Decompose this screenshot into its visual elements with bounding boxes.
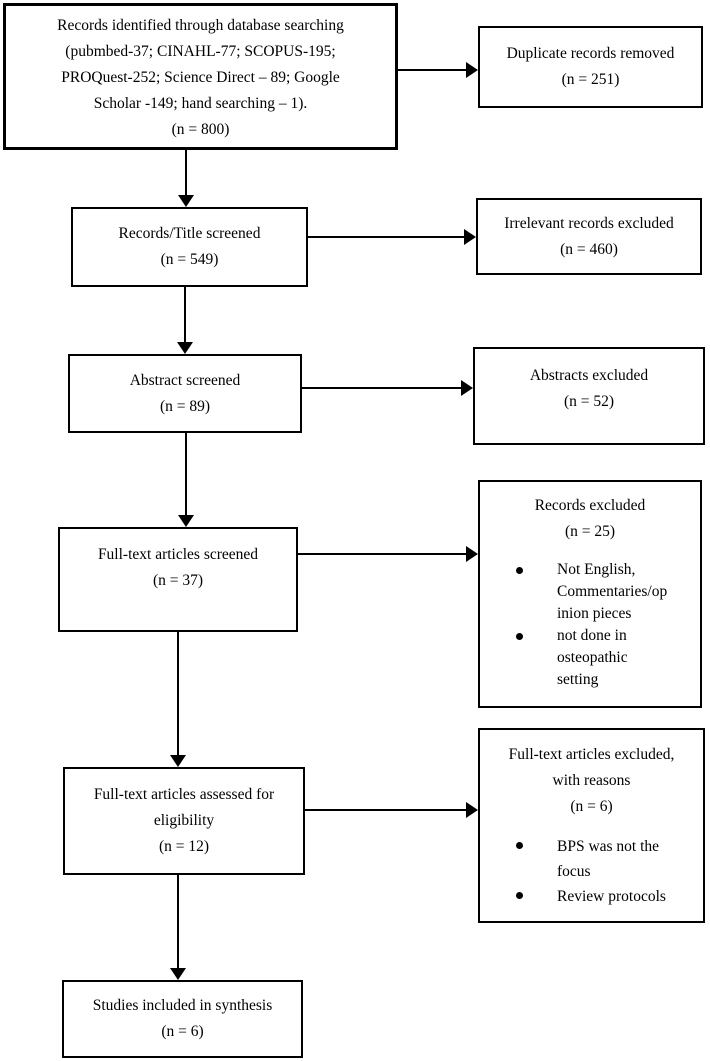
arrow-right-icon [305, 802, 478, 818]
arrow-right-icon [398, 62, 478, 78]
exclusion-reasons-list: BPS was not the focus Review protocols [480, 834, 703, 909]
bullet-text-line: BPS was not the [557, 838, 660, 855]
box-text-line: Irrelevant records excluded [504, 214, 674, 232]
box-text-line: Duplicate records removed [506, 45, 675, 62]
bullet-icon [516, 842, 523, 849]
bullet-text-line: osteopathic [557, 649, 628, 666]
box-text-line: Records/Title screened [118, 225, 261, 242]
arrow-head [466, 802, 478, 818]
arrow-line [398, 69, 467, 71]
box-duplicates-removed: Duplicate records removed (n = 251) [478, 26, 703, 108]
list-item: not done in osteopathic setting [480, 625, 700, 691]
bullet-text-line: focus [557, 863, 591, 880]
arrow-head [461, 380, 473, 396]
arrow-line [177, 632, 179, 756]
box-text-line: (n = 6) [570, 798, 613, 815]
box-fulltext-assessed: Full-text articles assessed for eligibil… [63, 767, 305, 875]
bullet-text-line: inion pieces [557, 605, 632, 622]
box-text-line: Abstract screened [129, 371, 241, 389]
box-text-line: (n = 549) [160, 251, 219, 268]
box-text-line: Records identified through database sear… [57, 17, 344, 34]
box-irrelevant-excluded: Irrelevant records excluded (n = 460) [476, 198, 702, 275]
box-text-line: (n = 37) [152, 572, 204, 589]
bullet-text-line: not done in [557, 627, 627, 644]
arrow-head [464, 229, 476, 245]
box-fulltext-excluded: Full-text articles excluded, with reason… [478, 728, 705, 923]
arrow-line [177, 875, 179, 969]
bullet-icon [516, 892, 523, 899]
box-text-line: Abstracts excluded [529, 367, 649, 384]
box-records-title-screened: Records/Title screened (n = 549) [71, 207, 308, 287]
list-item: Review protocols [480, 884, 703, 909]
arrow-down-icon [170, 875, 186, 980]
box-text-line: Full-text articles screened [97, 546, 259, 563]
arrow-right-icon [302, 380, 473, 396]
arrow-line [184, 287, 186, 343]
arrow-line [302, 387, 462, 389]
box-text-line: with reasons [552, 772, 631, 789]
bullet-text-line: Commentaries/op [557, 583, 668, 600]
box-text-line: Studies included in synthesis [92, 997, 273, 1014]
arrow-line [298, 553, 467, 555]
arrow-down-icon [178, 433, 194, 527]
box-text-line: Full-text articles assessed for [93, 786, 275, 803]
box-records-identified: Records identified through database sear… [3, 3, 398, 150]
box-included-synthesis: Studies included in synthesis (n = 6) [62, 980, 303, 1058]
arrow-line [185, 433, 187, 516]
box-text-line: (pubmbed-37; CINAHL-77; SCOPUS-195; [65, 43, 336, 60]
arrow-down-icon [170, 632, 186, 767]
box-text-line: (n = 6) [161, 1023, 204, 1040]
box-text-line: Scholar -149; hand searching – 1). [93, 95, 308, 112]
arrow-down-icon [177, 287, 193, 354]
bullet-text-line: Review protocols [557, 888, 666, 905]
box-text-line: (n = 251) [561, 71, 620, 88]
arrow-head [178, 195, 194, 207]
arrow-head [466, 546, 478, 562]
box-fulltext-screened: Full-text articles screened (n = 37) [58, 527, 298, 632]
box-text-line: Records excluded [534, 497, 646, 514]
box-text-line: (n = 12) [158, 838, 210, 855]
list-item: BPS was not the focus [480, 834, 703, 884]
arrow-head [170, 968, 186, 980]
box-text-line: (n = 25) [564, 523, 616, 540]
bullet-text-line: Not English, [557, 561, 636, 578]
arrow-down-icon [178, 150, 194, 207]
box-abstract-screened: Abstract screened (n = 89) [68, 354, 302, 433]
arrow-head [170, 755, 186, 767]
arrow-head [178, 515, 194, 527]
box-text-line: PROQuest-252; Science Direct – 89; Googl… [61, 69, 340, 86]
box-text-line: (n = 460) [560, 240, 618, 258]
arrow-line [185, 150, 187, 196]
box-abstracts-excluded: Abstracts excluded (n = 52) [473, 347, 705, 445]
arrow-line [308, 236, 465, 238]
box-text-line: Full-text articles excluded, [508, 746, 675, 763]
box-text-line: (n = 52) [563, 393, 615, 410]
exclusion-reasons-list: Not English, Commentaries/op inion piece… [480, 559, 700, 691]
bullet-icon [516, 633, 523, 640]
list-item: Not English, Commentaries/op inion piece… [480, 559, 700, 625]
box-text-line: eligibility [153, 812, 215, 829]
arrow-right-icon [298, 546, 478, 562]
arrow-right-icon [308, 229, 476, 245]
arrow-head [177, 342, 193, 354]
arrow-head [466, 62, 478, 78]
bullet-icon [516, 567, 523, 574]
box-text-line: (n = 89) [159, 397, 211, 415]
arrow-line [305, 809, 467, 811]
box-records-excluded: Records excluded (n = 25) Not English, C… [478, 480, 702, 708]
box-text-line: (n = 800) [171, 121, 230, 138]
bullet-text-line: setting [557, 671, 599, 688]
